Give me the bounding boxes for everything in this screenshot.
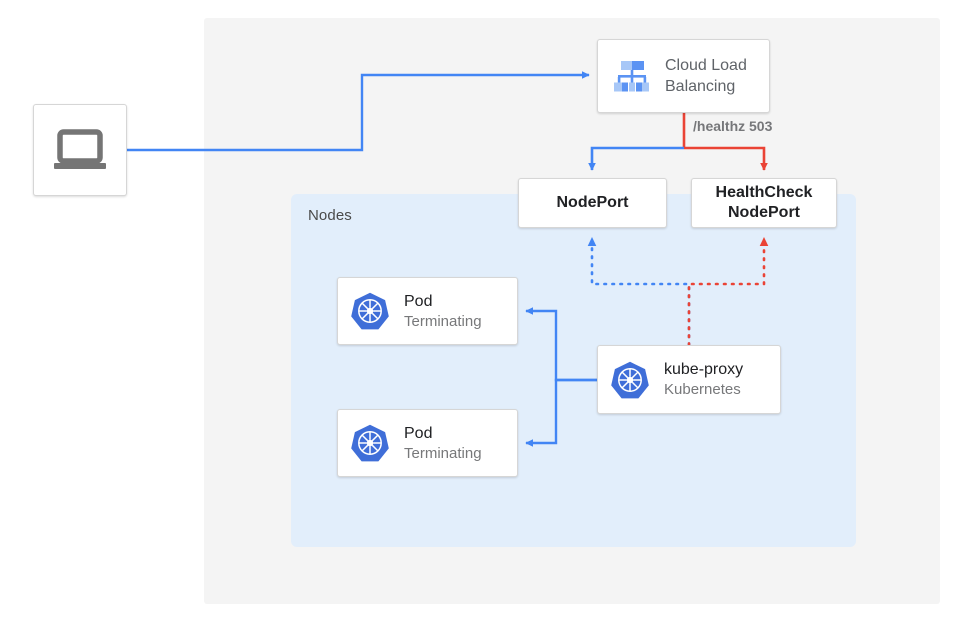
- kubernetes-icon: [350, 423, 390, 463]
- nodeport-label: NodePort: [556, 194, 629, 211]
- pod-status: Terminating: [404, 312, 482, 330]
- nodeport-node[interactable]: NodePort: [518, 178, 667, 228]
- cloud-load-balancing-title-line2: Balancing: [665, 78, 736, 95]
- pod-node-2[interactable]: Pod Terminating: [337, 409, 518, 477]
- edge-kubeproxy-to-nodeport: [587, 236, 691, 347]
- edge-kubeproxy-to-pod-2: [525, 378, 597, 447]
- healthcheck-nodeport-node[interactable]: HealthCheck NodePort: [691, 178, 837, 228]
- edge-kubeproxy-to-pod-1: [525, 307, 597, 382]
- edge-clb-to-nodeport: [588, 146, 684, 171]
- client-node[interactable]: [33, 104, 127, 196]
- edge-client-to-cloud-load-balancing: [127, 71, 590, 152]
- healthcheck-nodeport-label-line2: NodePort: [728, 204, 800, 221]
- cloud-load-balancing-node[interactable]: Cloud Load Balancing: [597, 39, 770, 113]
- pod-status: Terminating: [404, 444, 482, 462]
- pod-title: Pod: [404, 292, 433, 310]
- cloud-load-balancing-icon: [610, 54, 654, 98]
- kube-proxy-node[interactable]: kube-proxy Kubernetes: [597, 345, 781, 414]
- cloud-load-balancing-title-line1: Cloud Load: [665, 56, 747, 74]
- pod-node-1[interactable]: Pod Terminating: [337, 277, 518, 345]
- kube-proxy-subtitle: Kubernetes: [664, 381, 741, 399]
- kube-proxy-title: kube-proxy: [664, 361, 744, 379]
- laptop-icon: [52, 128, 108, 172]
- healthcheck-nodeport-label-line1: HealthCheck: [715, 184, 813, 201]
- healthz-status-label: /healthz 503: [693, 118, 773, 134]
- nodes-panel-label: Nodes: [308, 207, 352, 224]
- edge-kubeproxy-to-healthcheck-nodeport: [687, 236, 769, 347]
- kubernetes-icon: [350, 291, 390, 331]
- kubernetes-icon: [610, 360, 650, 400]
- pod-title: Pod: [404, 424, 433, 442]
- edge-clb-to-healthcheck-nodeport: [684, 146, 768, 171]
